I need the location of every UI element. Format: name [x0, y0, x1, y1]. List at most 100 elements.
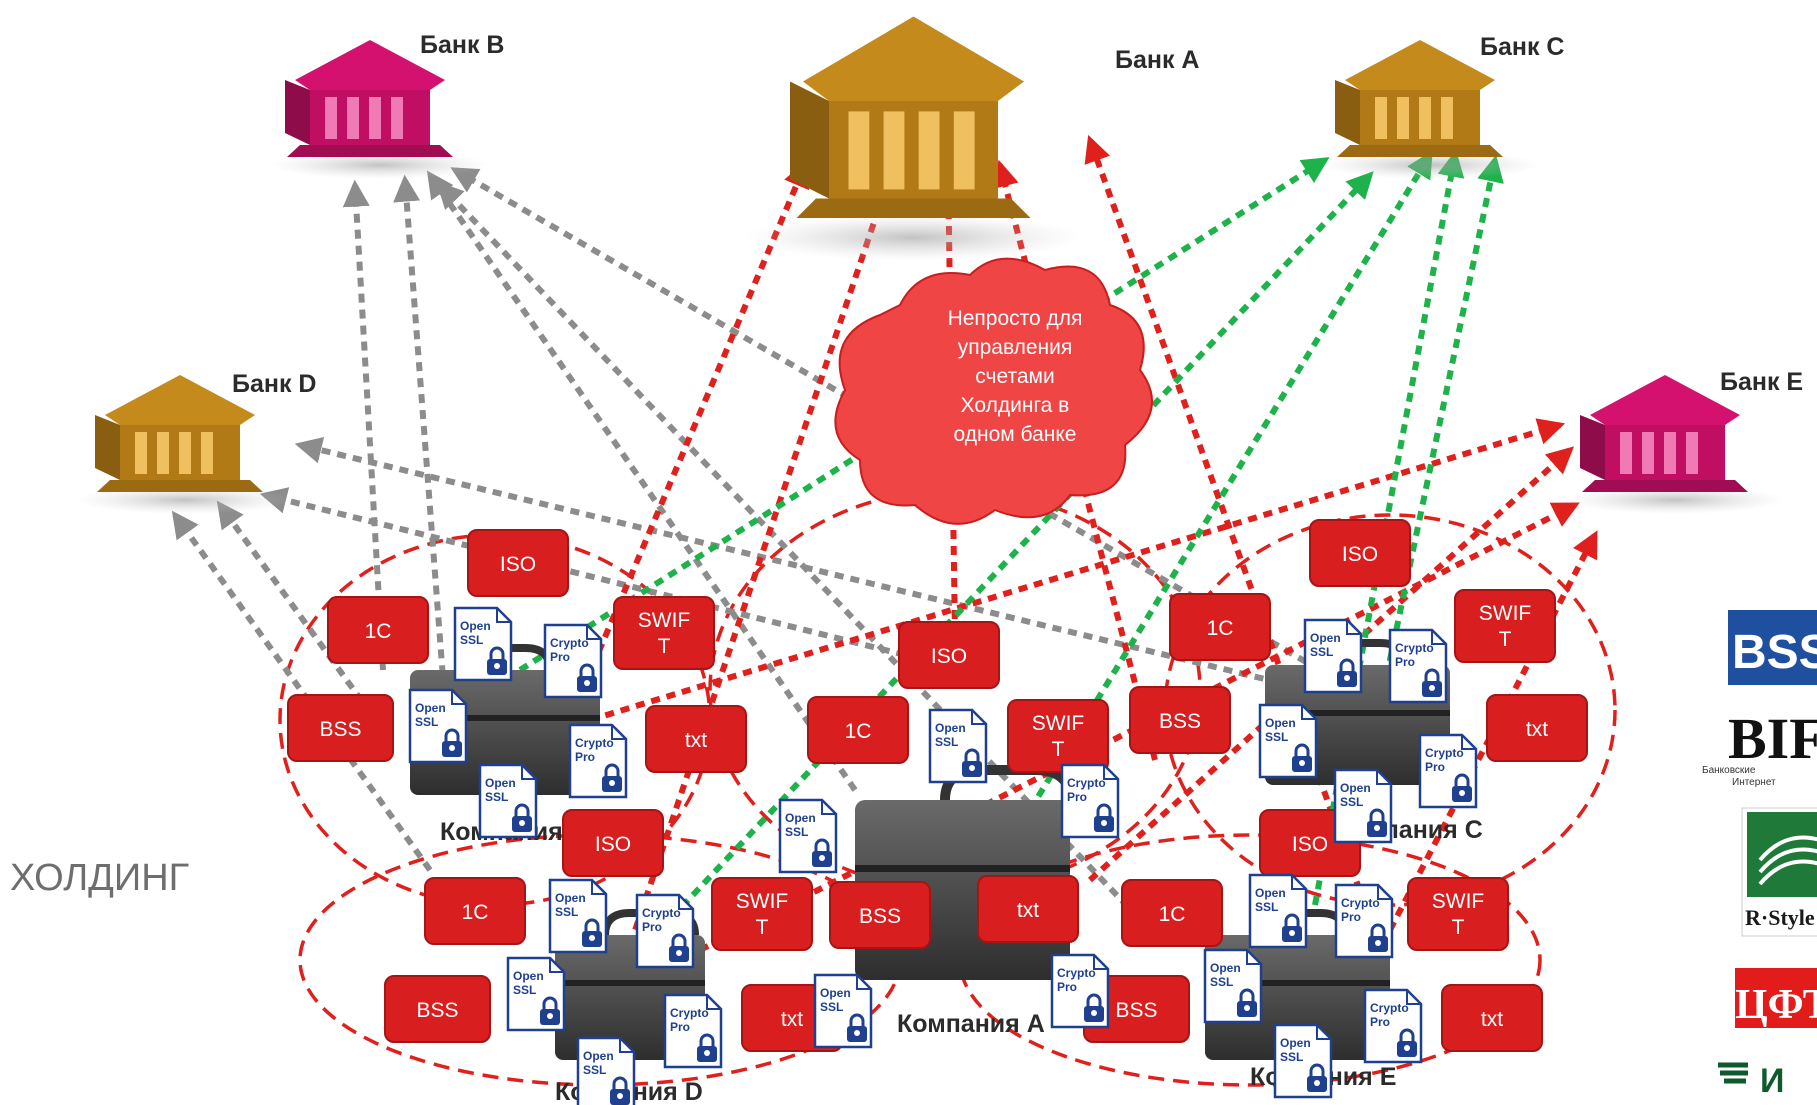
document-icon-label: Pro [1057, 980, 1077, 994]
document-icon-label: Crypto [670, 1006, 709, 1020]
bank-b-label: Банк B [420, 31, 505, 59]
document-icon-label: SSL [935, 735, 958, 749]
document-icon-label: SSL [513, 983, 536, 997]
lock-icon [1368, 923, 1388, 952]
document-icon-label: SSL [820, 1000, 843, 1014]
format-tag-label: T [756, 916, 769, 939]
document-icon-label: SSL [1340, 795, 1363, 809]
format-tag-c1: 1С [327, 596, 429, 664]
format-tag-label: txt [1526, 718, 1548, 741]
document-icon-label: SSL [1255, 900, 1278, 914]
format-tag-label: BSS [416, 999, 458, 1022]
document-icon-label: Open [460, 619, 491, 633]
format-tag-c1: 1С [807, 696, 909, 764]
format-tag-label: T [1499, 628, 1512, 651]
callout-line-5: одном банке [954, 423, 1077, 446]
lock-icon [1337, 658, 1357, 687]
document-icon-label: SSL [583, 1063, 606, 1077]
format-tag-label: txt [685, 729, 707, 752]
bank-d-label: Банк D [232, 370, 317, 398]
bank-e [1565, 375, 1785, 514]
document-icon-label: Open [415, 701, 446, 715]
format-tag-c1: 1С [1121, 879, 1223, 947]
document-icon-label: Pro [550, 650, 570, 664]
document-icon-label: SSL [460, 633, 483, 647]
format-tag-label: SWIF [1032, 712, 1085, 735]
format-tag-iso: ISO [1309, 519, 1411, 587]
callout-line-3: счетами [975, 365, 1054, 388]
format-tag-label: SWIF [736, 890, 789, 913]
last-logo: И [1718, 1062, 1784, 1100]
document-icon-label: SSL [485, 790, 508, 804]
lock-icon [847, 1013, 867, 1042]
rstyle-logo-text: R·Style [1745, 905, 1815, 930]
lock-icon [962, 748, 982, 777]
format-tag-label: T [658, 635, 671, 658]
document-icon-label: Pro [1341, 910, 1361, 924]
format-tag-bss: BSS [384, 975, 491, 1043]
vendor-logos: BSS BIF Банковские Интернет R·Style ЦФТ … [1702, 610, 1817, 1100]
format-tag-iso: ISO [562, 809, 664, 877]
format-tag-label: txt [781, 1008, 803, 1031]
format-tag-label: T [1052, 738, 1065, 761]
bss-logo-text: BSS [1732, 626, 1817, 679]
format-tag-label: T [1452, 916, 1465, 939]
format-tag-label: BSS [859, 905, 901, 928]
format-tag-iso: ISO [898, 621, 1000, 689]
document-icon-label: Open [485, 776, 516, 790]
bank-a [744, 16, 1083, 261]
cft-logo-text: ЦФТ [1735, 982, 1817, 1028]
format-tag-label: ISO [1292, 833, 1328, 856]
document-icon-label: Pro [1067, 790, 1087, 804]
bank-b [270, 40, 490, 179]
bifit-logo-sub2: Интернет [1732, 777, 1776, 788]
document-icon-label: SSL [415, 715, 438, 729]
document-icon-label: Crypto [1395, 641, 1434, 655]
lock-icon [669, 933, 689, 962]
document-icon-label: SSL [1310, 645, 1333, 659]
document-icon-label: Pro [575, 750, 595, 764]
document-icon-label: Crypto [575, 736, 614, 750]
format-tag-iso: ISO [467, 529, 569, 597]
bifit-logo-text: BIF [1728, 706, 1817, 771]
format-tag-bss: BSS [1129, 686, 1231, 754]
format-tag-label: txt [1017, 899, 1039, 922]
document-icon-label: SSL [785, 825, 808, 839]
callout-line-4: Холдинга в [961, 394, 1070, 417]
lock-icon [540, 996, 560, 1025]
format-tag-label: BSS [319, 718, 361, 741]
document-icon-label: Pro [1425, 760, 1445, 774]
bank-a-label: Банк A [1115, 46, 1200, 74]
lock-icon [582, 918, 602, 947]
lock-icon [487, 646, 507, 675]
document-icon-label: SSL [555, 905, 578, 919]
format-tag-label: BSS [1159, 710, 1201, 733]
format-tag-swift: SWIF T [711, 877, 813, 951]
format-tag-label: BSS [1115, 999, 1157, 1022]
document-icon-label: Crypto [642, 906, 681, 920]
callout-line-1: Непросто для [948, 307, 1083, 330]
format-tag-txt: txt [1486, 694, 1588, 762]
format-tag-label: ISO [595, 833, 631, 856]
format-tag-txt: txt [645, 705, 747, 773]
document-icon-label: Crypto [1370, 1001, 1409, 1015]
lock-icon [1422, 668, 1442, 697]
lock-icon [442, 728, 462, 757]
last-logo-text: И [1760, 1062, 1784, 1100]
lock-icon [512, 803, 532, 832]
callout-cloud: Непросто для управления счетами Холдинга… [834, 257, 1153, 525]
format-tag-label: 1С [1159, 903, 1186, 926]
